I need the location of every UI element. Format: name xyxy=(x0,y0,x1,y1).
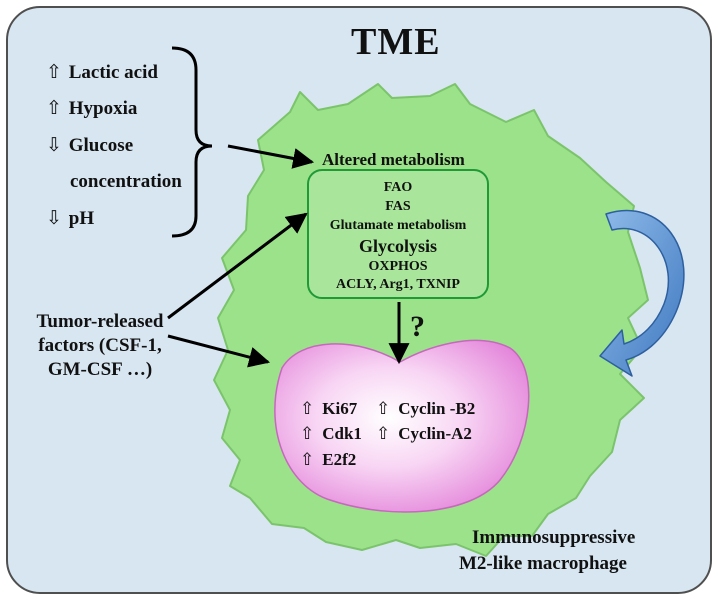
arrow-up-icon: ⇧ xyxy=(376,399,391,418)
arrow-up-icon: ⇧ xyxy=(300,399,315,418)
arrow-up-icon: ⇧ xyxy=(46,98,62,119)
metabolism-item: Glycolysis xyxy=(358,236,437,256)
arrow-up-icon: ⇧ xyxy=(300,450,315,469)
metabolism-item: ACLY, Arg1, TXNIP xyxy=(336,277,460,292)
metabolism-item: FAO xyxy=(383,180,413,195)
title: TME xyxy=(351,21,441,63)
tme-factor-item: ⇩ Glucose xyxy=(46,135,134,156)
arrow-up-icon: ⇧ xyxy=(376,424,391,443)
nucleus-marker: ⇧ E2f2 xyxy=(300,450,357,469)
nucleus-marker: ⇧ Cyclin -B2 xyxy=(376,399,476,418)
tme-factor-item: ⇩ pH xyxy=(46,208,95,229)
question-mark: ? xyxy=(410,310,425,343)
nucleus-marker: ⇧ Cdk1 xyxy=(300,424,362,443)
arrow-down-icon: ⇩ xyxy=(46,135,62,156)
arrow-up-icon: ⇧ xyxy=(300,424,315,443)
metabolism-item: OXPHOS xyxy=(368,259,428,274)
tumor-factors-line: factors (CSF-1, xyxy=(38,335,162,356)
tme-factor-item: ⇧ Lactic acid xyxy=(46,62,158,83)
tme-factor-item: concentration xyxy=(70,171,182,192)
metabolism-item: FAS xyxy=(385,199,411,214)
proliferation-cycle-arrow xyxy=(599,209,685,377)
tumor-factors-line: Tumor-released xyxy=(36,311,164,332)
nucleus-marker: ⇧ Cyclin-A2 xyxy=(376,424,472,443)
nucleus-marker: ⇧ Ki67 xyxy=(300,399,358,418)
arrow-factors-to-nucleus xyxy=(167,334,271,368)
brace xyxy=(171,46,213,238)
arrow-factors-to-metabolism xyxy=(167,212,308,320)
arrow-tme-to-metabolism xyxy=(227,144,315,169)
tme-factor-item: ⇧ Hypoxia xyxy=(46,98,138,119)
tumor-factors-line: GM-CSF …) xyxy=(47,359,153,380)
altered-metabolism-heading: Altered metabolism xyxy=(322,150,465,169)
metabolism-item: Glutamate metabolism xyxy=(329,218,467,233)
cell-label-line: Immunosuppressive xyxy=(472,527,636,548)
arrow-down-icon: ⇩ xyxy=(46,208,62,229)
cell-label-line: M2-like macrophage xyxy=(459,553,627,574)
metabolism-box xyxy=(307,169,489,299)
arrow-up-icon: ⇧ xyxy=(46,62,62,83)
